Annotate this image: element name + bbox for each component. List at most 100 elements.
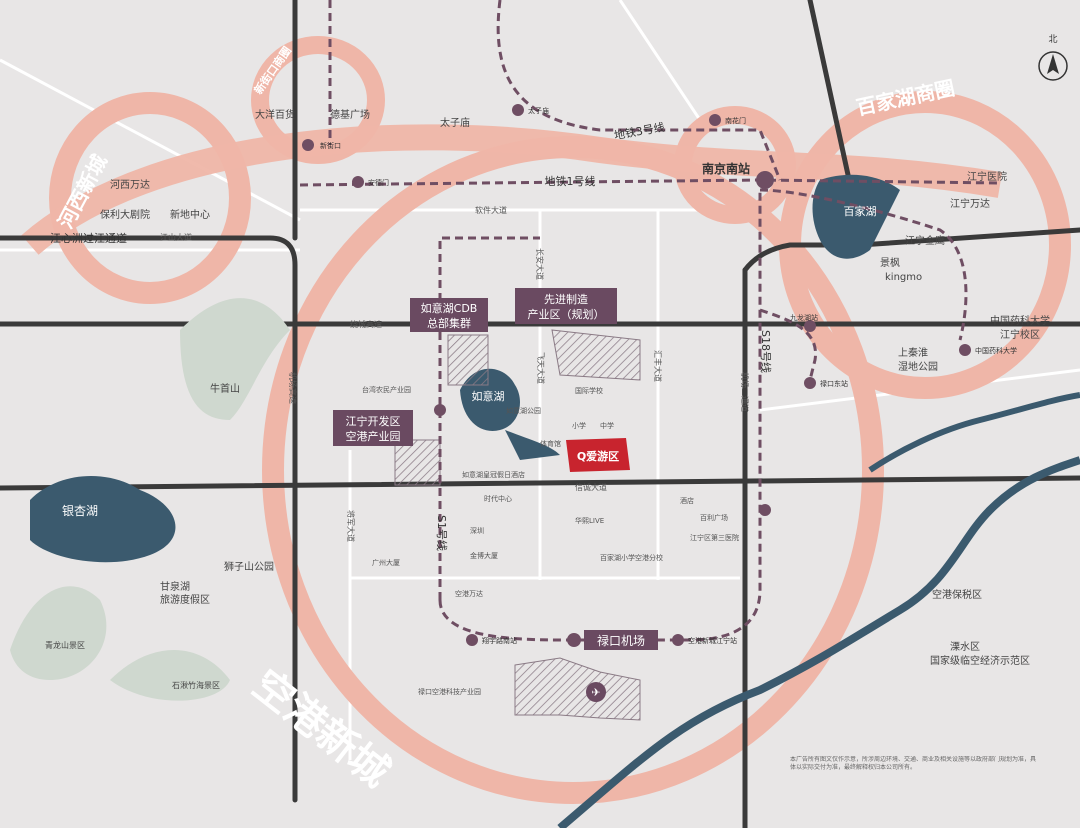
lake-baijia-label: 百家湖 — [844, 204, 877, 218]
poi-shangqinhuai-1: 上秦淮 — [898, 346, 928, 359]
road-label-s18: S18号线 — [759, 330, 773, 373]
airport-plane-icon: ✈ — [591, 686, 600, 699]
small-jiangning-hosp: 江宁区第三医院 — [690, 533, 739, 542]
label-jiangxin: 江心洲过江通道 — [50, 231, 127, 245]
mountain-shiqiu: 石湫竹海景区 — [172, 680, 220, 690]
poi-jingfeng: 景枫 — [880, 256, 900, 269]
development-zones — [394, 329, 641, 721]
road-label-feitian: 飞天大道 — [536, 352, 546, 384]
poi-taiziyong: 太子庙 — [440, 116, 470, 129]
zone-advanced — [551, 329, 641, 381]
callout-lukou-text: 禄口机场 — [597, 633, 645, 648]
metro-s1 — [438, 236, 540, 600]
small-ruyihu-park: 如意湖公园 — [506, 406, 541, 415]
zone-lukou — [514, 657, 641, 721]
minor-roads — [0, 0, 1080, 760]
poi-xindi: 新地中心 — [170, 208, 210, 221]
label-jiangshan: 江山大道 — [160, 232, 192, 242]
poi-jnwanda: 江宁万达 — [950, 197, 990, 210]
north-arrow-icon: 北 — [1038, 34, 1068, 81]
mountains — [10, 298, 290, 701]
project-site — [566, 438, 630, 472]
callout-advanced-1: 先进制造 — [544, 292, 588, 306]
project-label: Q爱游区 — [577, 449, 619, 463]
poi-pharm: 中国药科大学 — [990, 314, 1050, 327]
north-label: 北 — [1048, 34, 1057, 45]
station-nanhuamen: 南花门 — [725, 116, 746, 125]
station-sz: 翔宇路南站 — [482, 636, 517, 645]
poi-dayang: 大洋百货 — [255, 108, 295, 121]
small-middle: 中学 — [600, 421, 614, 430]
poi-pharm2: 江宁校区 — [1000, 328, 1040, 341]
metro-line3 — [496, 0, 782, 181]
ring-hexi — [49, 92, 251, 304]
station-kgxc: 空港新城江宁站 — [688, 636, 737, 645]
road-label-huifeng: 汇丰大道 — [653, 350, 663, 382]
callout-jiangning-1: 江宁开发区 — [346, 414, 401, 428]
zone-jiangning — [394, 439, 441, 486]
river-branch — [868, 392, 1080, 473]
road-chengxin — [0, 475, 1080, 491]
small-baijia-school: 百家湖小学空港分校 — [600, 553, 663, 562]
mountain-ganquan-1: 甘泉湖 — [160, 580, 190, 593]
label-metro1: 地铁1号线 — [545, 174, 596, 188]
station-pharm: 中国药科大学 — [975, 346, 1017, 355]
road-jiangshan — [0, 235, 298, 803]
callout-jiangning — [333, 410, 413, 446]
small-tiyuguan: 体育馆 — [540, 439, 561, 448]
river — [557, 456, 1080, 828]
mountain-niushou: 牛首山 — [210, 382, 240, 395]
poi-hexi-wanda: 河西万达 — [110, 179, 150, 191]
small-jiudian: 酒店 — [680, 496, 694, 505]
small-baili: 百利广场 — [700, 513, 728, 522]
small-primary: 小学 — [572, 421, 586, 430]
station-nanjing-south — [756, 171, 774, 189]
small-kg-wanda: 空港万达 — [455, 589, 483, 598]
road-label-s1: S1号线 — [435, 515, 449, 551]
poi-lukong: 空港保税区 — [932, 588, 982, 601]
callout-advanced — [515, 288, 617, 324]
small-jinbo: 金博大厦 — [470, 551, 498, 560]
label-chengxin: 信诚大道 — [575, 482, 607, 492]
lake-ruyi — [460, 368, 560, 460]
road-label-changan: 长安大道 — [535, 248, 545, 280]
callout-jiangning-2: 空港产业园 — [346, 429, 401, 443]
poi-kingmo: kingmo — [885, 272, 922, 283]
small-times: 时代中心 — [484, 494, 512, 503]
small-airport-zone: 禄口空港科技产业园 — [418, 687, 481, 696]
zone-ruyi-cbd — [447, 334, 489, 386]
station-lukou: 禄口东站 — [820, 379, 848, 388]
callout-ruyi-1: 如意湖CDB — [421, 301, 478, 315]
station-daxinggong: 太子庙 — [528, 106, 549, 115]
road-label-airport-exp2: 机场二通道 — [740, 372, 750, 412]
lake-yinxing — [30, 476, 176, 563]
small-hx: 华熙LIVE — [575, 516, 604, 525]
road-label-jiangjun: 将军大道 — [346, 510, 356, 542]
callout-lukou — [584, 630, 658, 650]
callout-advanced-2: 产业区（规划） — [528, 307, 605, 321]
mountain-qinglong: 青龙山景区 — [45, 640, 85, 650]
callout-ruyi-2: 总部集群 — [427, 316, 471, 330]
metro-branch — [759, 188, 968, 341]
mountain-shizishan: 狮子山公园 — [224, 560, 274, 573]
airport-icon — [586, 682, 606, 702]
road-label-airport-exp: 机场高速 — [288, 372, 298, 404]
station-jiulonghu: 九龙湖站 — [790, 313, 818, 322]
poi-poly: 保利大剧院 — [100, 208, 150, 221]
lake-yinxing-label: 银杏湖 — [62, 503, 98, 518]
lake-baijia — [812, 174, 900, 259]
lake-ruyi-label: 如意湖 — [472, 389, 505, 403]
poi-lishui-1: 溧水区 — [950, 640, 980, 653]
callout-ruyi-cbd — [410, 298, 488, 332]
band-main — [21, 124, 1003, 255]
label-nanjing-south: 南京南站 — [702, 161, 750, 176]
small-intl-school: 国际学校 — [575, 386, 603, 395]
poi-jnhospital: 江宁医院 — [967, 170, 1007, 183]
small-ruyi-hotel: 如意湖皇冠假日酒店 — [462, 470, 525, 479]
poi-deji: 德基广场 — [330, 108, 370, 121]
small-shenzhen: 深圳 — [470, 526, 484, 535]
poi-jnjinying: 江宁金鹰 — [905, 234, 945, 247]
poi-lishui-2: 国家级临空经济示范区 — [930, 654, 1030, 667]
